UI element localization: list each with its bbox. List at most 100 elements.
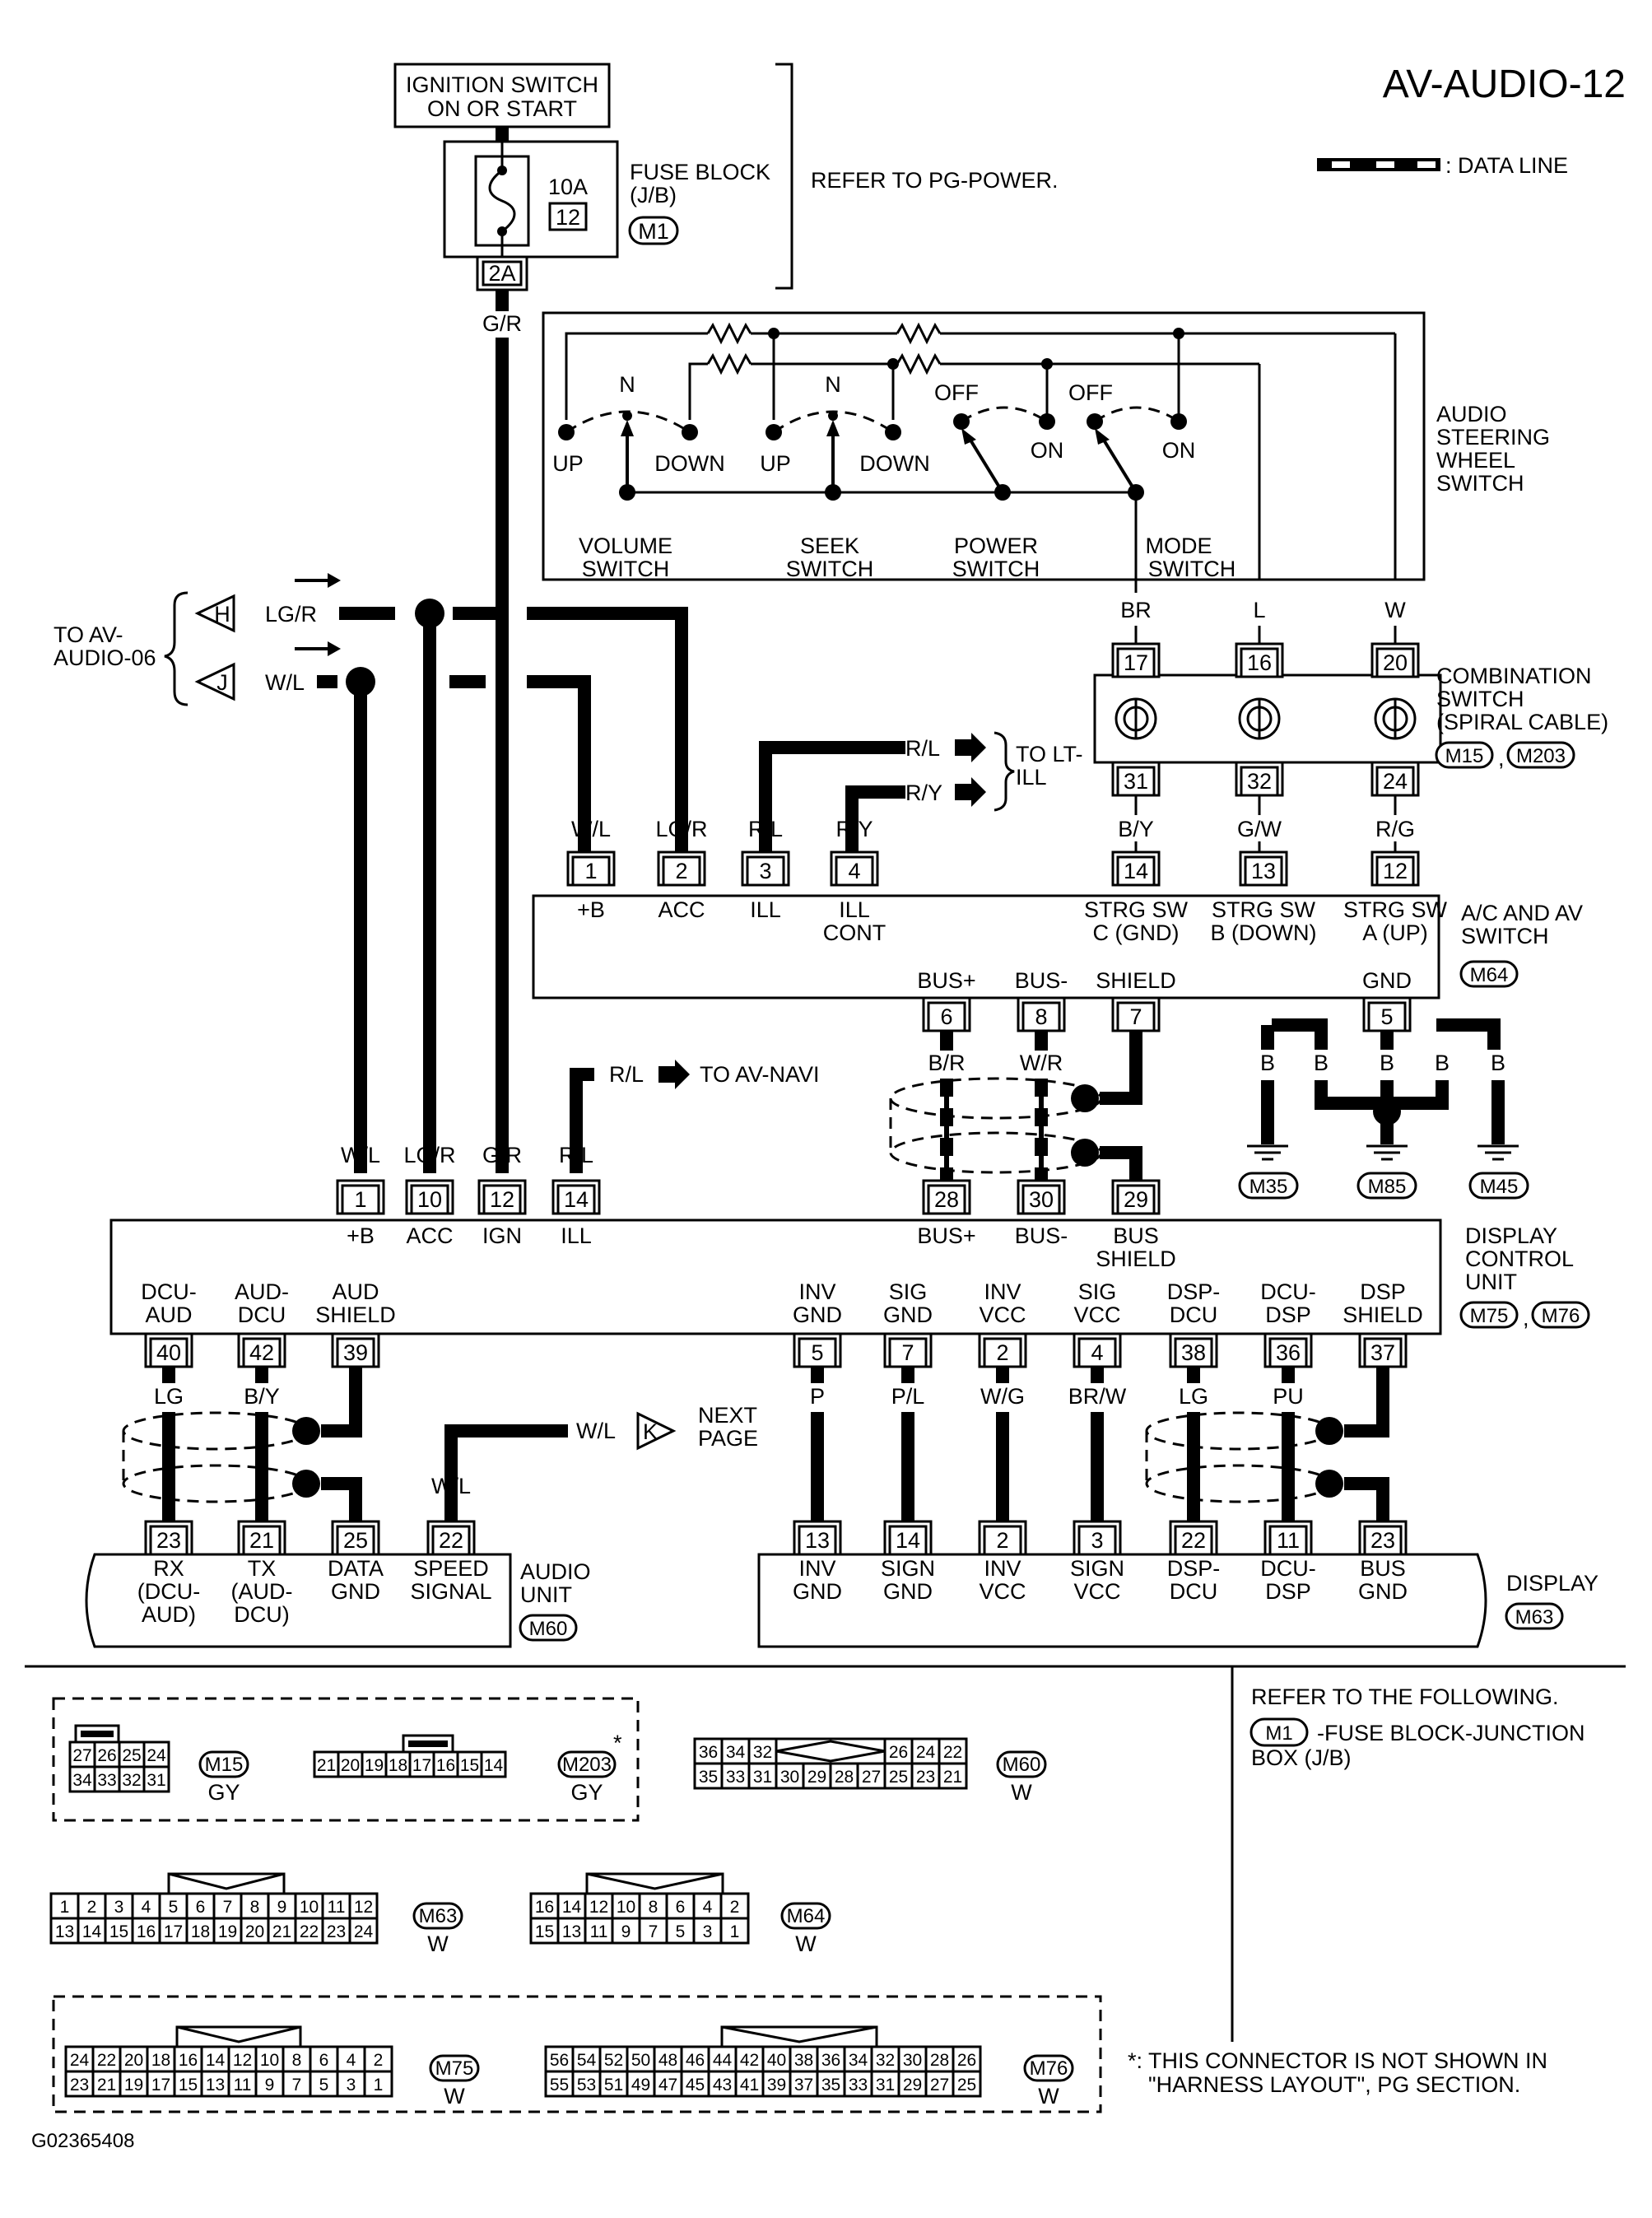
svg-text:40: 40 [156,1340,181,1365]
data-line-legend-text: : DATA LINE [1445,153,1568,178]
connector-cavity: 21 [943,1768,962,1787]
connector-cavity: 56 [550,2051,569,2070]
acav-pin-7: 7 [1111,996,1161,1032]
audio-pin-21: 21 [237,1520,286,1556]
svg-text:37: 37 [1370,1340,1395,1365]
svg-text:31: 31 [1124,769,1148,794]
svg-text:W: W [1384,598,1406,622]
connector-cavity: 45 [686,2076,705,2095]
connector-cavity: 30 [903,2051,922,2070]
connector-color: GY [570,1780,603,1805]
resistor-2 [706,352,752,375]
svg-text:2: 2 [996,1528,1008,1553]
svg-text:25: 25 [343,1528,368,1553]
svg-text:SIG: SIG [889,1279,928,1304]
connector-cavity: 4 [703,1898,713,1917]
combo-pin-24: 24 [1370,761,1420,797]
svg-text:2: 2 [996,1340,1008,1365]
connector-cavity: 26 [889,1743,908,1762]
svg-text:DATA: DATA [328,1556,384,1581]
svg-text:W/L: W/L [341,1143,380,1167]
connector-label: M76 [1030,2057,1068,2080]
svg-text:ON: ON [1031,438,1064,463]
svg-text:SHIELD: SHIELD [1096,968,1176,993]
svg-text:1: 1 [354,1187,366,1212]
svg-text:TO AV-: TO AV- [54,622,123,647]
ignition-switch-box [393,63,611,128]
svg-text:5: 5 [1380,1004,1393,1029]
display-pin-14: 14 [883,1520,933,1556]
svg-text:AUD-: AUD- [235,1279,289,1304]
connector-cavity: 1 [730,1922,740,1941]
connector-cavity: 48 [658,2051,677,2070]
svg-text:23: 23 [156,1528,181,1553]
ground-m85: M85 [1368,1176,1407,1198]
seek-switch: N UP DOWN SEEK SWITCH [760,372,930,581]
connector-color: W [427,1931,449,1956]
svg-text:W/L: W/L [431,1474,471,1498]
svg-text:BR/W: BR/W [1068,1384,1127,1409]
svg-text:8: 8 [1035,1004,1047,1029]
connector-cavity: 20 [124,2051,143,2070]
svg-text:MODE: MODE [1146,534,1212,558]
connector-cavity: 34 [849,2051,868,2070]
svg-text:10: 10 [417,1187,442,1212]
svg-text:WHEEL: WHEEL [1436,448,1515,473]
svg-text:AUDIO-06: AUDIO-06 [54,645,156,670]
svg-text:W/L: W/L [576,1419,616,1443]
connector-cavity: 35 [821,2076,840,2095]
svg-text:4: 4 [848,859,860,883]
svg-text:AUDIO: AUDIO [520,1559,591,1584]
svg-text:R/L: R/L [559,1143,593,1167]
svg-text:GND: GND [793,1302,842,1327]
acav-pin-3: 3 [741,850,790,887]
combo-pin-32: 32 [1235,761,1284,797]
svg-text:VCC: VCC [979,1579,1026,1604]
connector-cavity: 31 [147,1771,165,1790]
connector-cavity: 38 [794,2051,813,2070]
svg-text:INV: INV [984,1279,1021,1304]
display-box [757,1553,1487,1648]
svg-text:SWITCH: SWITCH [1461,924,1548,948]
svg-text:14: 14 [564,1187,589,1212]
svg-text:BUS-: BUS- [1015,1223,1068,1248]
svg-text:13: 13 [1251,859,1276,883]
svg-text:INV: INV [984,1556,1021,1581]
svg-text:G/W: G/W [1237,817,1282,841]
resistor-network [565,322,1397,580]
connector-cavity: 34 [726,1743,746,1762]
combo-pin-20: 20 [1370,642,1420,678]
connector-cavity: 5 [676,1922,686,1941]
acav-pin-12: 12 [1370,850,1420,887]
svg-text:W/G: W/G [980,1384,1025,1409]
svg-text:21: 21 [249,1528,274,1553]
connector-cavity: 26 [957,2051,976,2070]
connector-cavity: 18 [191,1922,210,1941]
svg-text:7: 7 [901,1340,914,1365]
connector-cavity: 24 [354,1922,374,1941]
connector-cavity: 21 [97,2076,116,2095]
connector-cavity: 31 [753,1768,772,1787]
svg-text:ACC: ACC [658,897,705,922]
connector-cavity: 12 [354,1898,373,1917]
connector-cavity: 32 [753,1743,772,1762]
connector-cavity: 8 [250,1898,260,1917]
dcu-bottom-labels: DCU- AUD AUD- DCU AUD SHIELD INV GND SIG… [141,1279,1423,1327]
steering-switch-label: AUDIO STEERING WHEEL SWITCH [1436,402,1550,496]
svg-text:M203: M203 [1516,745,1566,767]
svg-text:SIGN: SIGN [881,1556,935,1581]
svg-text:BUS: BUS [1113,1223,1159,1248]
svg-text:PAGE: PAGE [698,1426,758,1451]
svg-text:B: B [1260,1051,1275,1075]
ac-av-switch-label: A/C AND AV SWITCH M64 [1459,901,1583,988]
connector-cavity: 41 [740,2076,759,2095]
svg-text:IGN: IGN [482,1223,522,1248]
svg-text:OFF: OFF [934,380,979,405]
svg-text:A (UP): A (UP) [1362,920,1428,945]
connector-cavity: 15 [179,2076,198,2095]
connector-cavity: 20 [245,1922,264,1941]
